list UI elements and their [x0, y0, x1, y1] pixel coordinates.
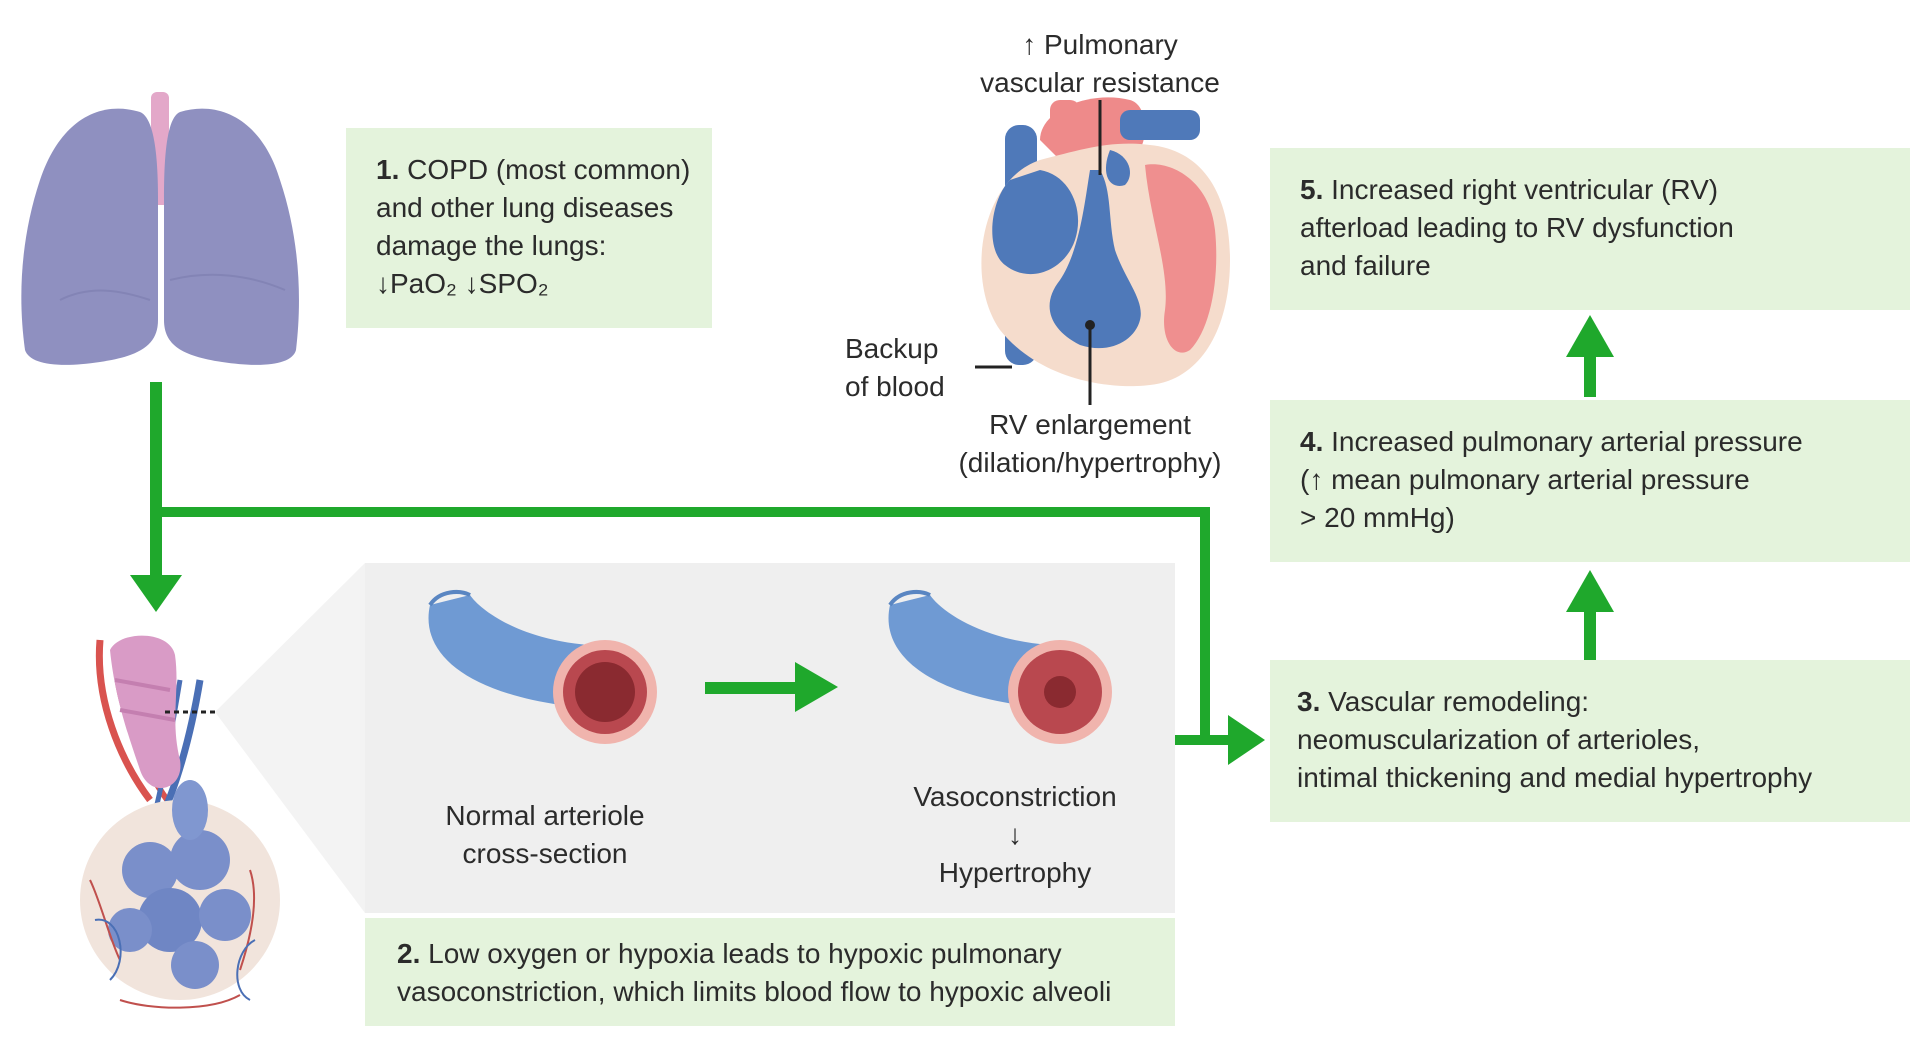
lungs-illustration: [21, 92, 299, 365]
arrow-down-right: [1200, 507, 1210, 745]
step-3-box: 3. Vascular remodeling: neomuscularizati…: [1270, 660, 1910, 822]
heart-illustration: [975, 97, 1230, 405]
arrow-step4-to-step5: [1584, 355, 1596, 397]
step-5-number: 5.: [1300, 174, 1324, 205]
vaso-label-line-1: Vasoconstriction: [913, 781, 1117, 812]
pvr-label-line-2: vascular resistance: [980, 67, 1220, 98]
alveoli-illustration: [80, 635, 280, 1009]
vaso-down-arrow: ↓: [1008, 819, 1022, 850]
step-3-line-1: Vascular remodeling:: [1328, 686, 1590, 717]
step-4-line-2: (↑ mean pulmonary arterial pressure: [1300, 464, 1750, 495]
step-1-box: 1. COPD (most common) and other lung dis…: [346, 128, 712, 328]
step-1-line-4: ↓PaO₂ ↓SPO₂: [376, 268, 549, 299]
step-1-line-3: damage the lungs:: [376, 230, 607, 261]
backup-label: Backup of blood: [845, 330, 975, 406]
normal-arteriole-line-1: Normal arteriole: [445, 800, 645, 831]
step-3-number: 3.: [1297, 686, 1321, 717]
rv-enlargement-label: RV enlargement (dilation/hypertrophy): [925, 406, 1255, 482]
backup-label-line-1: Backup: [845, 333, 939, 364]
vaso-label-line-2: Hypertrophy: [938, 857, 1092, 888]
arrowhead-to-alveoli: [130, 575, 182, 612]
step-1-line-2: and other lung diseases: [376, 192, 674, 223]
step-2-box: 2. Low oxygen or hypoxia leads to hypoxi…: [365, 918, 1175, 1026]
arrow-horizontal-top: [150, 507, 1210, 517]
step-5-line-2: afterload leading to RV dysfunction: [1300, 212, 1734, 243]
arrowhead-between-vessels: [795, 662, 838, 712]
rv-label-line-2: (dilation/hypertrophy): [958, 447, 1222, 478]
step-1-line-1: COPD (most common): [407, 154, 691, 185]
step-4-number: 4.: [1300, 426, 1324, 457]
pvr-label-line-1: ↑ Pulmonary: [1022, 29, 1178, 60]
step-2-line-2: vasoconstriction, which limits blood flo…: [397, 976, 1112, 1007]
constricted-arteriole-illustration: [888, 590, 1112, 744]
step-4-line-1: Increased pulmonary arterial pressure: [1331, 426, 1803, 457]
flow-arrows: [130, 315, 1614, 765]
arrowhead-to-step3: [1228, 715, 1265, 765]
vasoconstriction-label: Vasoconstriction ↓ Hypertrophy: [880, 778, 1150, 892]
arrow-lung-down: [150, 382, 162, 582]
pvr-label: ↑ Pulmonary vascular resistance: [960, 26, 1240, 102]
step-4-box: 4. Increased pulmonary arterial pressure…: [1270, 400, 1910, 562]
step-1-number: 1.: [376, 154, 400, 185]
step-2-number: 2.: [397, 938, 421, 969]
zoom-wedge: [215, 563, 365, 913]
normal-arteriole-label: Normal arteriole cross-section: [405, 797, 685, 873]
step-5-line-3: and failure: [1300, 250, 1431, 281]
arrow-between-vessels: [705, 682, 800, 694]
step-2-line-1: Low oxygen or hypoxia leads to hypoxic p…: [428, 938, 1062, 969]
rv-label-line-1: RV enlargement: [989, 409, 1191, 440]
arrowhead-step4-to-step5: [1566, 315, 1614, 357]
normal-arteriole-line-2: cross-section: [462, 838, 628, 869]
step-4-line-3: > 20 mmHg): [1300, 502, 1455, 533]
step-3-line-2: neomuscularization of arterioles,: [1297, 724, 1701, 755]
step-3-line-3: intimal thickening and medial hypertroph…: [1297, 762, 1813, 793]
arrow-step3-to-step4: [1584, 610, 1596, 660]
step-5-box: 5. Increased right ventricular (RV) afte…: [1270, 148, 1910, 310]
arrow-panel-to-step3: [1175, 735, 1235, 745]
backup-label-line-2: of blood: [845, 371, 945, 402]
step-5-line-1: Increased right ventricular (RV): [1331, 174, 1719, 205]
normal-arteriole-illustration: [428, 590, 657, 744]
arrowhead-step3-to-step4: [1566, 570, 1614, 612]
